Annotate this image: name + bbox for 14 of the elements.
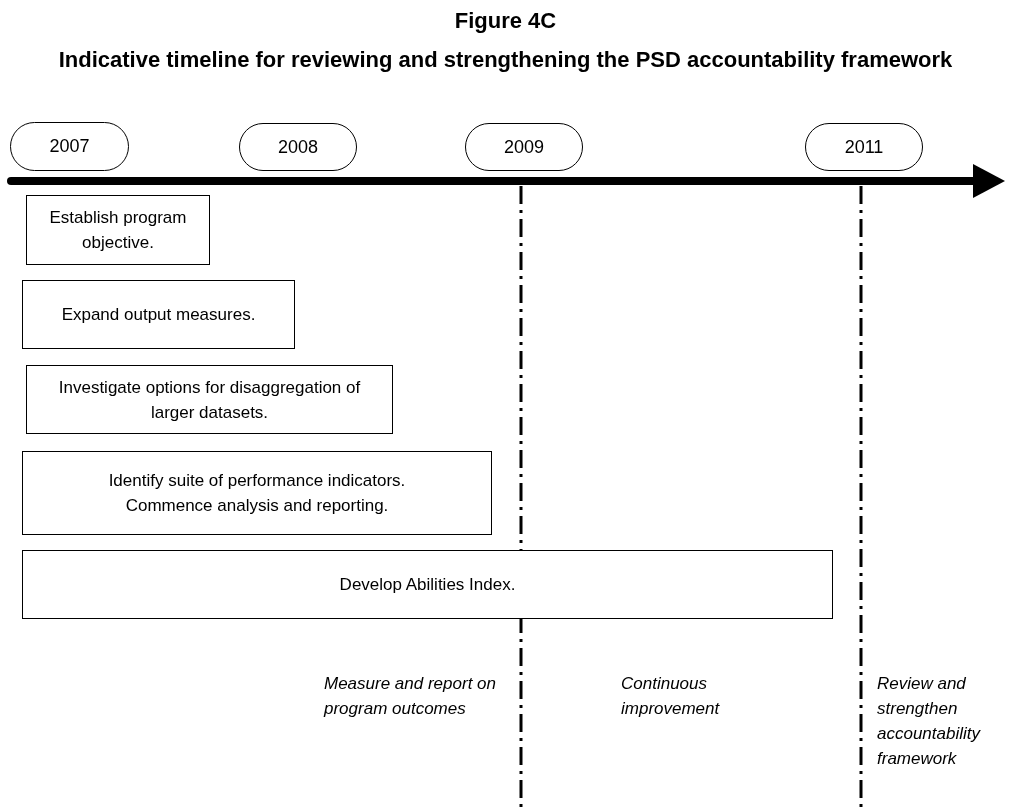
year-marker: 2009 [465, 123, 583, 171]
task-box: Investigate options for disaggregation of larger datasets. [26, 365, 393, 434]
phase-label: Review and strengthen accountability framework [877, 673, 982, 770]
figure-title: Figure 4C [453, 8, 558, 34]
phase-label: Continuous improvement [621, 673, 721, 720]
subtitle: Indicative timeline for reviewing and strengthening the PSD accountability framework [57, 46, 954, 74]
year-marker: 2011 [805, 123, 923, 171]
task-box: Identify suite of performance indicators. Commence analysis and reporting. [22, 451, 492, 535]
task-box: Expand output measures. [22, 280, 295, 349]
phase-label: Measure and report on program outcomes [324, 673, 497, 720]
year-marker: 2008 [239, 123, 357, 171]
task-box: Establish program objective. [26, 195, 210, 265]
task-box: Develop Abilities Index. [22, 550, 833, 619]
year-marker: 2007 [10, 122, 129, 171]
